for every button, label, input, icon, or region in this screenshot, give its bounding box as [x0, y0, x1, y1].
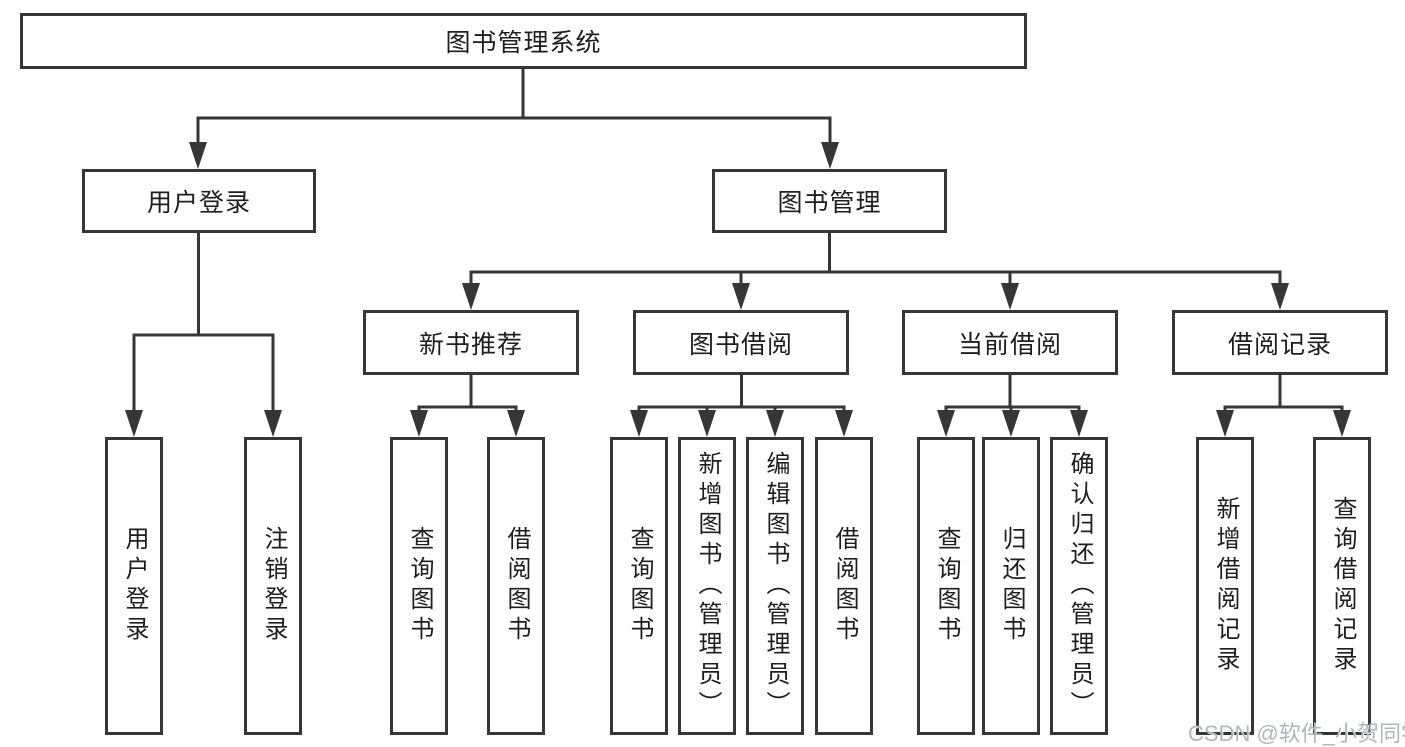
node-root-system: 图书管理系统	[20, 13, 1027, 69]
node-new-book-recommend: 新书推荐	[363, 310, 579, 375]
leaf-label: 借阅图书	[503, 526, 530, 646]
leaf-label: 查询借阅记录	[1329, 496, 1356, 676]
leaf-current-return-books: 归还图书	[982, 437, 1040, 735]
leaf-login-user-login: 用户登录	[105, 437, 163, 735]
node-book-management: 图书管理	[712, 169, 947, 233]
leaf-records-add-record: 新增借阅记录	[1196, 437, 1254, 735]
leaf-label: 编辑图书（管理员）	[762, 451, 789, 721]
leaf-records-query-record: 查询借阅记录	[1313, 437, 1371, 735]
node-new-book-recommend-label: 新书推荐	[418, 330, 523, 359]
node-borrow-records-label: 借阅记录	[1227, 330, 1332, 359]
leaf-label: 新增图书（管理员）	[694, 451, 721, 721]
leaf-label: 新增借阅记录	[1212, 496, 1239, 676]
leaf-borrow-add-books-admin: 新增图书（管理员）	[678, 437, 736, 735]
leaf-current-confirm-return-admin: 确认归还（管理员）	[1050, 437, 1108, 735]
node-user-login: 用户登录	[82, 169, 316, 233]
leaf-label: 查询图书	[933, 526, 960, 646]
leaf-recommend-borrow-books: 借阅图书	[487, 437, 545, 735]
leaf-label: 确认归还（管理员）	[1066, 451, 1093, 721]
node-borrow-records: 借阅记录	[1172, 310, 1388, 375]
node-root-label: 图书管理系统	[445, 29, 602, 57]
leaf-recommend-query-books: 查询图书	[390, 437, 448, 735]
leaf-label: 注销登录	[260, 526, 287, 646]
leaf-label: 查询图书	[626, 526, 653, 646]
leaf-label: 借阅图书	[831, 526, 858, 646]
leaf-borrow-borrow-books: 借阅图书	[815, 437, 873, 735]
node-current-borrow-label: 当前借阅	[957, 330, 1062, 359]
leaf-label: 归还图书	[998, 526, 1025, 646]
leaf-label: 用户登录	[121, 526, 148, 646]
leaf-borrow-query-books: 查询图书	[610, 437, 668, 735]
leaf-borrow-edit-books-admin: 编辑图书（管理员）	[746, 437, 804, 735]
node-book-borrow: 图书借阅	[633, 310, 849, 375]
node-book-management-label: 图书管理	[777, 189, 882, 217]
leaf-label: 查询图书	[406, 526, 433, 646]
node-user-login-label: 用户登录	[146, 189, 251, 217]
node-current-borrow: 当前借阅	[902, 310, 1118, 375]
csdn-watermark: CSDN @软件_小贺同学	[1188, 721, 1405, 746]
node-book-borrow-label: 图书借阅	[688, 330, 793, 359]
leaf-login-logout: 注销登录	[244, 437, 302, 735]
leaf-current-query-books: 查询图书	[917, 437, 975, 735]
